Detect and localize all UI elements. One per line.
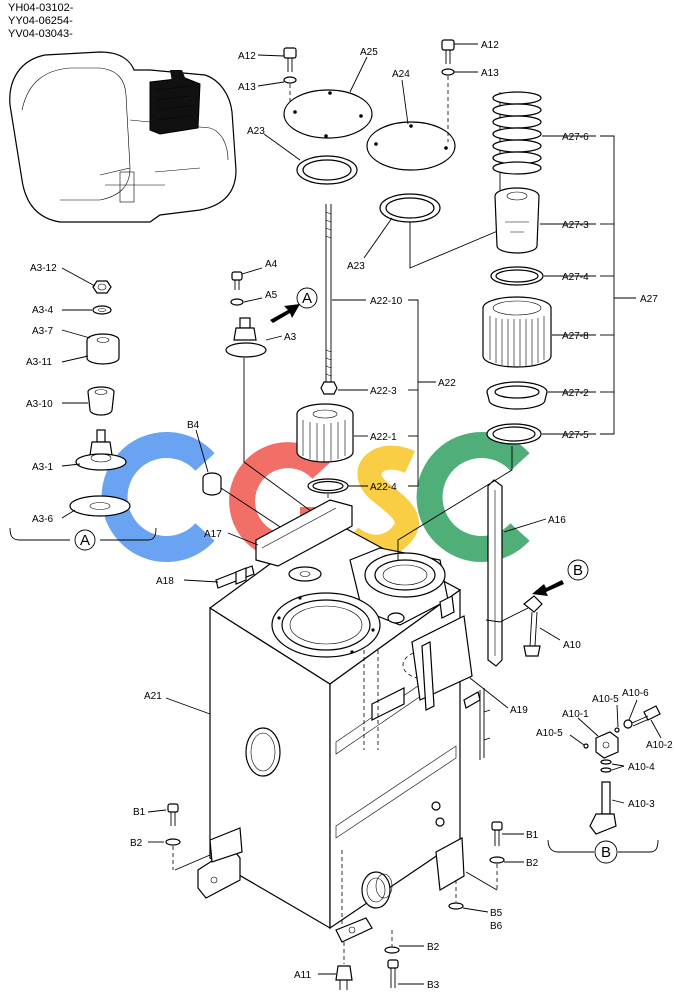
- label-B1: B1: [526, 830, 539, 841]
- label-A27-6: A27-6: [562, 132, 589, 143]
- detail-view-b: [547, 699, 662, 864]
- label-A23: A23: [247, 126, 265, 137]
- label-A3-6: A3-6: [32, 514, 54, 525]
- label-A10: A10: [563, 640, 581, 651]
- label-A22-10: A22-10: [370, 296, 403, 307]
- label-A23: A23: [347, 261, 365, 272]
- watermark-letter-c1: [101, 432, 215, 562]
- label-A27: A27: [640, 294, 658, 305]
- spring: [492, 91, 542, 175]
- serial-number-list: YH04-03102- YY04-06254- YV04-03043-: [8, 2, 73, 41]
- label-A17: A17: [204, 529, 222, 540]
- mounting-hardware: [147, 803, 524, 990]
- machine-location-thumbnail: [9, 51, 237, 223]
- detail-view-a: [9, 267, 157, 551]
- serial-number: YY04-06254-: [8, 15, 73, 27]
- label-A22: A22: [438, 378, 456, 389]
- label-A10-5: A10-5: [536, 728, 563, 739]
- part-labels: A12 A13 A25 A24 A12 A13 A23 A23 A27-6 A2…: [26, 40, 673, 991]
- label-A10-6: A10-6: [622, 688, 649, 699]
- label-A22-1: A22-1: [370, 432, 397, 443]
- label-A10-2: A10-2: [646, 740, 673, 751]
- drain-plug-b4: [195, 429, 301, 541]
- label-B1: B1: [133, 807, 146, 818]
- label-A27-5: A27-5: [562, 430, 589, 441]
- label-A22-3: A22-3: [370, 386, 397, 397]
- label-A10-1: A10-1: [562, 709, 589, 720]
- view-b-callout: B: [601, 844, 611, 861]
- label-A10-4: A10-4: [628, 762, 655, 773]
- label-A22-4: A22-4: [370, 482, 397, 493]
- label-A21: A21: [144, 691, 162, 702]
- label-A3-11: A3-11: [26, 357, 52, 368]
- label-A3-12: A3-12: [30, 263, 57, 274]
- label-B4: B4: [187, 420, 200, 431]
- label-A16: A16: [548, 515, 566, 526]
- label-A27-4: A27-4: [562, 272, 589, 283]
- label-A18: A18: [156, 576, 174, 587]
- suction-filter-pleats: [302, 420, 346, 462]
- label-A3-7: A3-7: [32, 326, 54, 337]
- label-A24: A24: [392, 69, 410, 80]
- tank-leader-lines: [165, 446, 561, 715]
- label-A27-3: A27-3: [562, 220, 589, 231]
- view-a-callout: A: [80, 532, 90, 549]
- label-A4: A4: [265, 259, 278, 270]
- label-B6: B6: [490, 921, 503, 932]
- watermark-letter-c2: [416, 432, 530, 562]
- view-b-arrow-callout: B: [573, 562, 583, 579]
- label-A25: A25: [360, 47, 378, 58]
- label-A19: A19: [510, 705, 528, 716]
- label-B3: B3: [427, 980, 440, 991]
- return-filter-assembly: [482, 91, 636, 445]
- serial-number: YV04-03043-: [8, 28, 73, 40]
- serial-number: YH04-03102-: [8, 2, 74, 14]
- label-A13: A13: [481, 68, 499, 79]
- watermark-letter-s: [341, 445, 419, 559]
- hydraulic-tank-body: [197, 479, 589, 943]
- label-B5: B5: [490, 908, 503, 919]
- suction-filter-assembly: [296, 204, 436, 590]
- label-B2: B2: [130, 838, 143, 849]
- label-A27-8: A27-8: [562, 331, 589, 342]
- label-A3-4: A3-4: [32, 305, 54, 316]
- label-A11: A11: [294, 970, 311, 981]
- label-A27-2: A27-2: [562, 388, 589, 399]
- label-A10-3: A10-3: [628, 799, 655, 810]
- label-B2: B2: [526, 858, 539, 869]
- label-A3-1: A3-1: [32, 462, 54, 473]
- label-A12: A12: [238, 51, 256, 62]
- label-A12: A12: [481, 40, 499, 51]
- label-A3: A3: [284, 332, 297, 343]
- label-B2: B2: [427, 942, 440, 953]
- filter-pleats: [489, 316, 545, 366]
- label-A10-5: A10-5: [592, 694, 619, 705]
- top-cover-parts: [257, 39, 501, 269]
- label-A3-10: A3-10: [26, 399, 53, 410]
- label-A13: A13: [238, 82, 256, 93]
- label-A5: A5: [265, 290, 278, 301]
- view-a-arrow-callout: A: [302, 290, 312, 307]
